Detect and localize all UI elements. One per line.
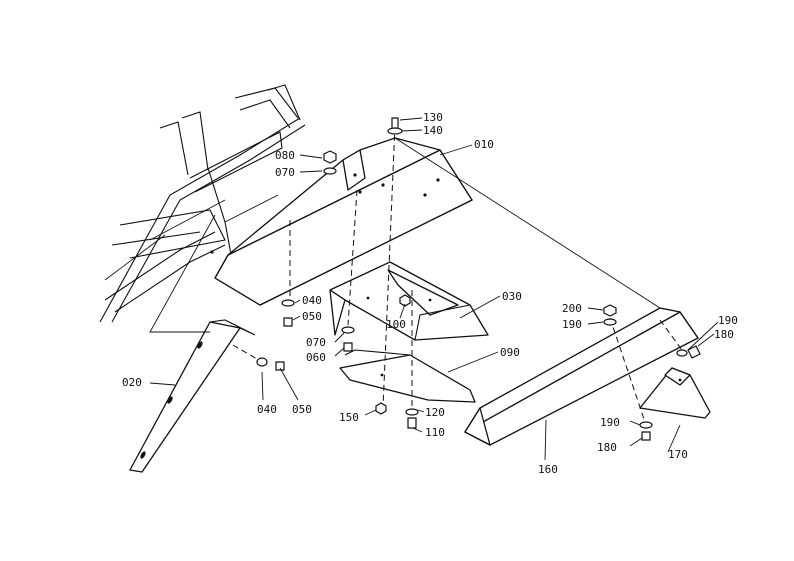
reference-lines <box>149 124 683 426</box>
label-160: 160 <box>538 463 558 476</box>
label-200: 200 <box>562 302 582 315</box>
leader-lines <box>149 117 719 461</box>
label-040-upper: 040 <box>302 294 322 307</box>
label-180-right: 180 <box>714 328 734 341</box>
label-110: 110 <box>425 426 445 439</box>
label-050-lower: 050 <box>292 403 312 416</box>
label-090: 090 <box>500 346 520 359</box>
label-050-upper: 050 <box>302 310 322 323</box>
label-080: 080 <box>275 149 295 162</box>
label-020: 020 <box>122 376 142 389</box>
label-190-lower: 190 <box>600 416 620 429</box>
label-190-right: 190 <box>718 314 738 327</box>
hardware <box>256 117 701 441</box>
part-labels: 130 140 010 080 070 040 050 030 100 070 … <box>122 111 738 476</box>
part-170-bracket <box>639 367 711 419</box>
label-060: 060 <box>306 351 326 364</box>
label-180-lower: 180 <box>597 441 617 454</box>
part-020-stay <box>129 319 256 473</box>
label-100: 100 <box>386 318 406 331</box>
label-120: 120 <box>425 406 445 419</box>
part-010-upper-cover <box>210 137 473 306</box>
label-130: 130 <box>423 111 443 124</box>
label-040-lower: 040 <box>257 403 277 416</box>
frame-structure <box>99 84 306 323</box>
label-030: 030 <box>502 290 522 303</box>
label-170: 170 <box>668 448 688 461</box>
label-070-upper: 070 <box>275 166 295 179</box>
label-190-upper: 190 <box>562 318 582 331</box>
label-010: 010 <box>474 138 494 151</box>
label-140: 140 <box>423 124 443 137</box>
label-150: 150 <box>339 411 359 424</box>
part-090-lower-plate <box>339 349 476 403</box>
label-070-lower: 070 <box>306 336 326 349</box>
